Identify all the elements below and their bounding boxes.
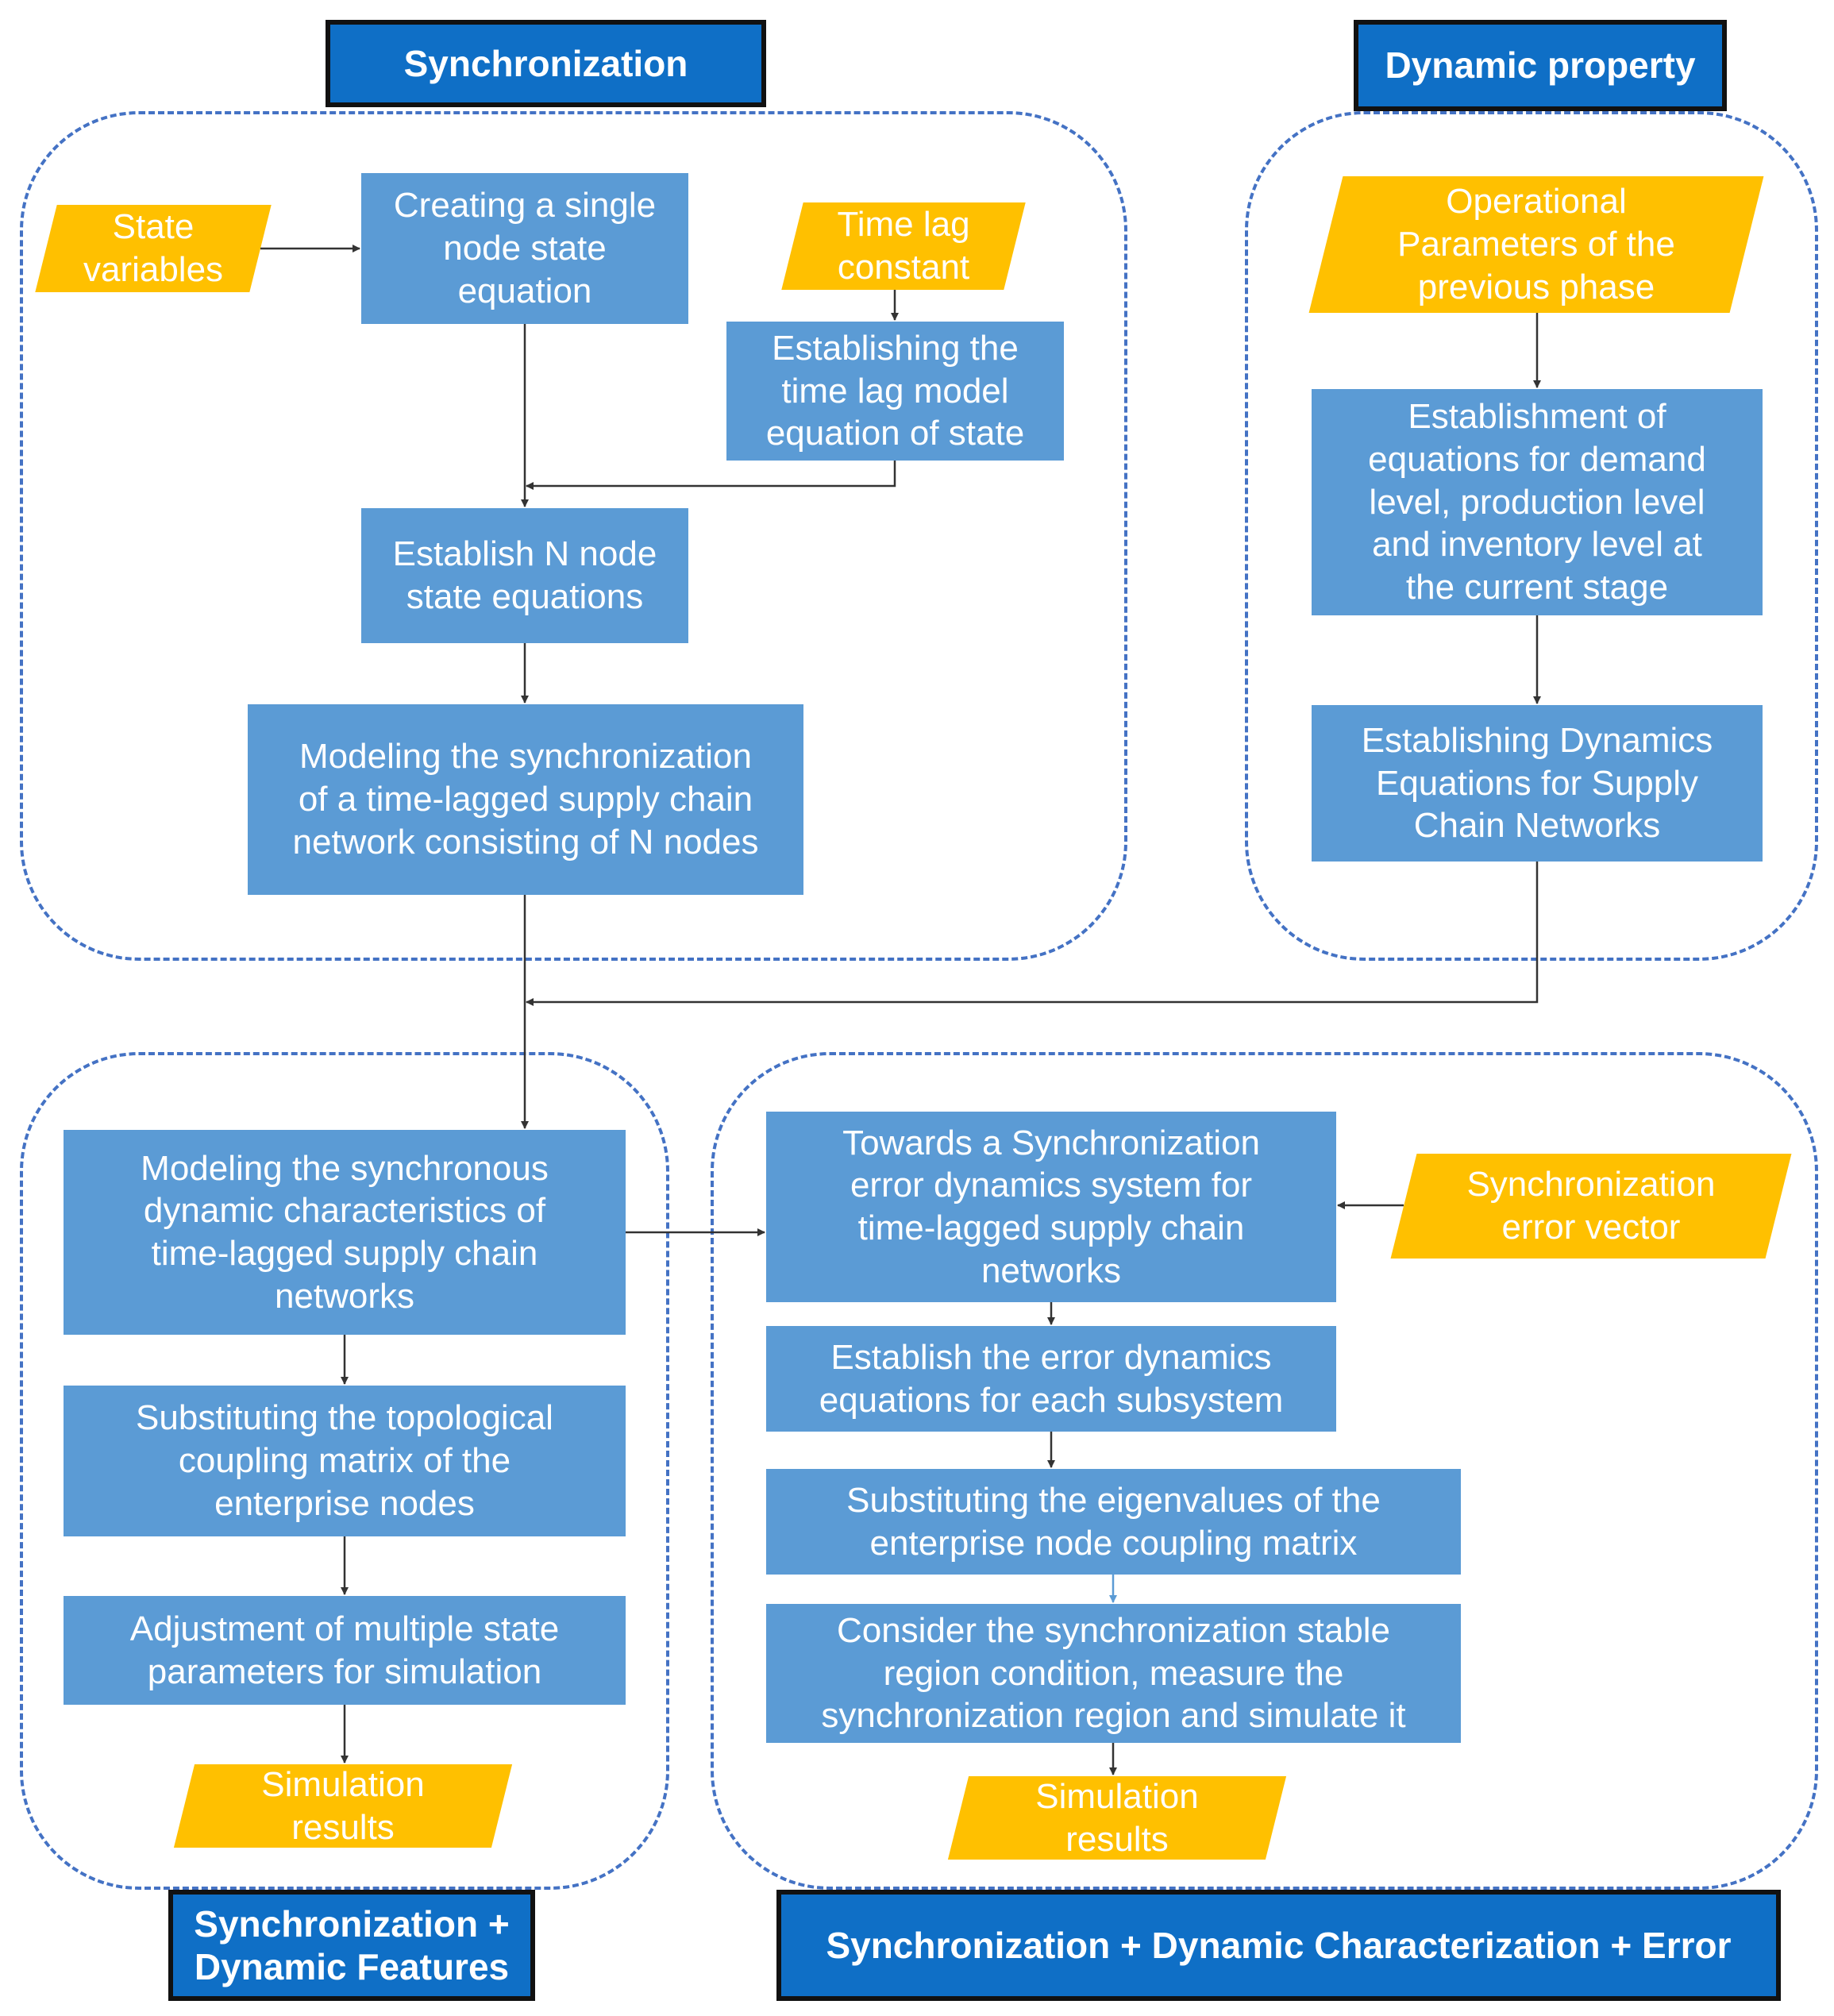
- arrow-time-lag-model-merge: [526, 461, 896, 490]
- box-towards-error-system-text: Towards a Synchronization error dynamics…: [842, 1123, 1260, 1290]
- box-time-lag-model: Establishing the time lag model equation…: [726, 322, 1064, 461]
- input-state-variables-text: State variables: [83, 207, 224, 289]
- box-topological-coupling-matrix: Substituting the topological coupling ma…: [64, 1386, 626, 1536]
- box-eigenvalues-text: Substituting the eigenvalues of the ente…: [846, 1480, 1381, 1563]
- box-single-node-equation-text: Creating a single node state equation: [393, 186, 657, 310]
- group-sync-dynamic-features: [20, 1052, 669, 1890]
- header-sync-dynamic-error: Synchronization + Dynamic Characterizati…: [776, 1890, 1781, 2001]
- input-time-lag-constant: Time lag constant: [781, 202, 1026, 290]
- arrow-dynamics-eq-merge: [526, 862, 1539, 1006]
- header-synchronization-text: Synchronization: [403, 42, 688, 84]
- box-single-node-equation: Creating a single node state equation: [361, 173, 688, 324]
- box-stable-region-text: Consider the synchronization stable regi…: [821, 1610, 1406, 1736]
- box-adjustment-parameters: Adjustment of multiple state parameters …: [64, 1596, 626, 1705]
- box-dynamics-equations-text: Establishing Dynamics Equations for Supp…: [1361, 720, 1713, 846]
- input-sync-error-vector: Synchronization error vector: [1390, 1154, 1792, 1259]
- box-modeling-dynamic-characteristics: Modeling the synchronous dynamic charact…: [64, 1130, 626, 1335]
- box-time-lag-model-text: Establishing the time lag model equation…: [765, 328, 1025, 453]
- group-dynamic-property: [1245, 111, 1818, 961]
- box-error-dynamics-equations-text: Establish the error dynamics equations f…: [819, 1337, 1284, 1420]
- box-topological-coupling-matrix-text: Substituting the topological coupling ma…: [136, 1398, 553, 1523]
- output-simulation-results-left: Simulation results: [173, 1764, 513, 1848]
- output-simulation-results-left-text: Simulation results: [261, 1764, 425, 1847]
- output-simulation-results-right: Simulation results: [947, 1776, 1287, 1860]
- box-modeling-synchronization-text: Modeling the synchronization of a time-l…: [292, 737, 759, 862]
- box-adjustment-parameters-text: Adjustment of multiple state parameters …: [129, 1609, 560, 1691]
- input-state-variables: State variables: [35, 205, 272, 292]
- header-sync-dynamic-features-text: Synchronization + Dynamic Features: [194, 1902, 510, 1987]
- header-sync-dynamic-error-text: Synchronization + Dynamic Characterizati…: [826, 1924, 1732, 1966]
- box-modeling-dynamic-characteristics-text: Modeling the synchronous dynamic charact…: [141, 1148, 549, 1316]
- box-dynamics-equations: Establishing Dynamics Equations for Supp…: [1312, 705, 1763, 862]
- box-towards-error-system: Towards a Synchronization error dynamics…: [766, 1112, 1336, 1302]
- group-sync-dynamic-error: [711, 1052, 1818, 1890]
- header-dynamic-property: Dynamic property: [1354, 20, 1727, 111]
- input-sync-error-vector-text: Synchronization error vector: [1466, 1165, 1716, 1247]
- box-demand-production-inventory: Establishment of equations for demand le…: [1312, 389, 1763, 615]
- input-operational-parameters: Operational Parameters of the previous p…: [1308, 176, 1764, 313]
- box-n-node-equations-text: Establish N node state equations: [392, 534, 657, 616]
- group-synchronization: [20, 111, 1127, 961]
- box-n-node-equations: Establish N node state equations: [361, 508, 688, 643]
- box-error-dynamics-equations: Establish the error dynamics equations f…: [766, 1326, 1336, 1432]
- output-simulation-results-right-text: Simulation results: [1035, 1776, 1199, 1859]
- box-modeling-synchronization: Modeling the synchronization of a time-l…: [248, 704, 803, 895]
- header-dynamic-property-text: Dynamic property: [1385, 44, 1696, 87]
- box-eigenvalues: Substituting the eigenvalues of the ente…: [766, 1469, 1461, 1575]
- input-operational-parameters-text: Operational Parameters of the previous p…: [1397, 182, 1675, 306]
- header-sync-dynamic-features: Synchronization + Dynamic Features: [168, 1890, 535, 2001]
- header-synchronization: Synchronization: [326, 20, 766, 107]
- box-stable-region: Consider the synchronization stable regi…: [766, 1604, 1461, 1743]
- box-demand-production-inventory-text: Establishment of equations for demand le…: [1368, 397, 1706, 607]
- input-time-lag-constant-text: Time lag constant: [837, 205, 970, 287]
